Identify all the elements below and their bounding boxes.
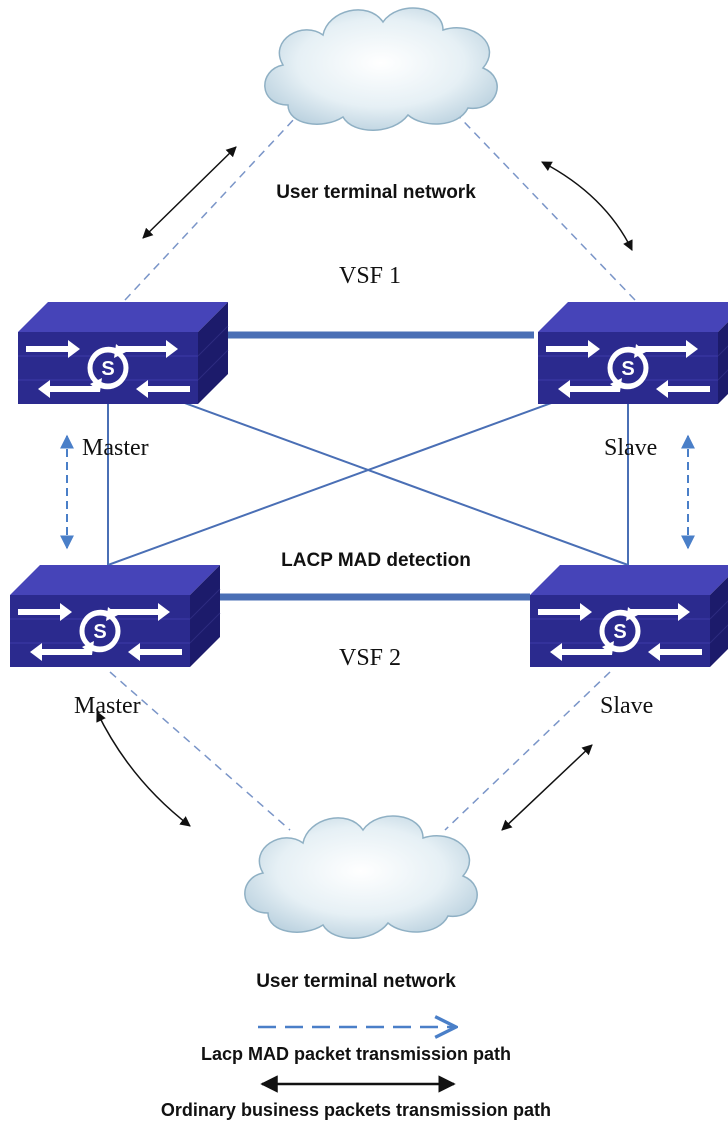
label-vsf1: VSF 1: [339, 263, 401, 289]
lacp-arrows: [60, 434, 695, 550]
switch-vsf2-master: [10, 565, 220, 667]
legend: Lacp MAD packet transmission path Ordina…: [161, 1027, 551, 1120]
dashed-links: [109, 101, 636, 831]
label-user-network-bottom: User terminal network: [256, 971, 456, 992]
solid-links: [107, 331, 629, 601]
switch-vsf1-master: [18, 302, 228, 404]
legend-lacp-label: Lacp MAD packet transmission path: [201, 1044, 511, 1064]
label-master-top: Master: [82, 435, 149, 461]
business-arrow-top-left: [142, 146, 237, 239]
switch-vsf2-slave: [530, 565, 728, 667]
label-vsf2: VSF 2: [339, 645, 401, 671]
cloud-bottom: [244, 815, 478, 940]
link-slave1-master2: [107, 374, 629, 566]
label-slave-top: Slave: [604, 435, 657, 461]
label-user-network-top: User terminal network: [276, 182, 476, 203]
business-arrow-bottom-right: [501, 744, 593, 831]
legend-business-label: Ordinary business packets transmission p…: [161, 1100, 551, 1120]
label-lacp-mad-detection: LACP MAD detection: [281, 550, 471, 571]
label-master-bottom: Master: [74, 693, 141, 719]
link-top-right-cloud: [444, 101, 636, 301]
link-bottom-left-cloud: [109, 671, 291, 831]
business-arrow-top-right: [541, 161, 633, 251]
label-slave-bottom: Slave: [600, 693, 653, 719]
link-top-left-cloud: [124, 101, 311, 301]
cloud-top: [264, 7, 498, 132]
switch-vsf1-slave: [538, 302, 728, 404]
business-arrows: [96, 146, 633, 831]
business-arrow-bottom-left: [96, 711, 191, 827]
